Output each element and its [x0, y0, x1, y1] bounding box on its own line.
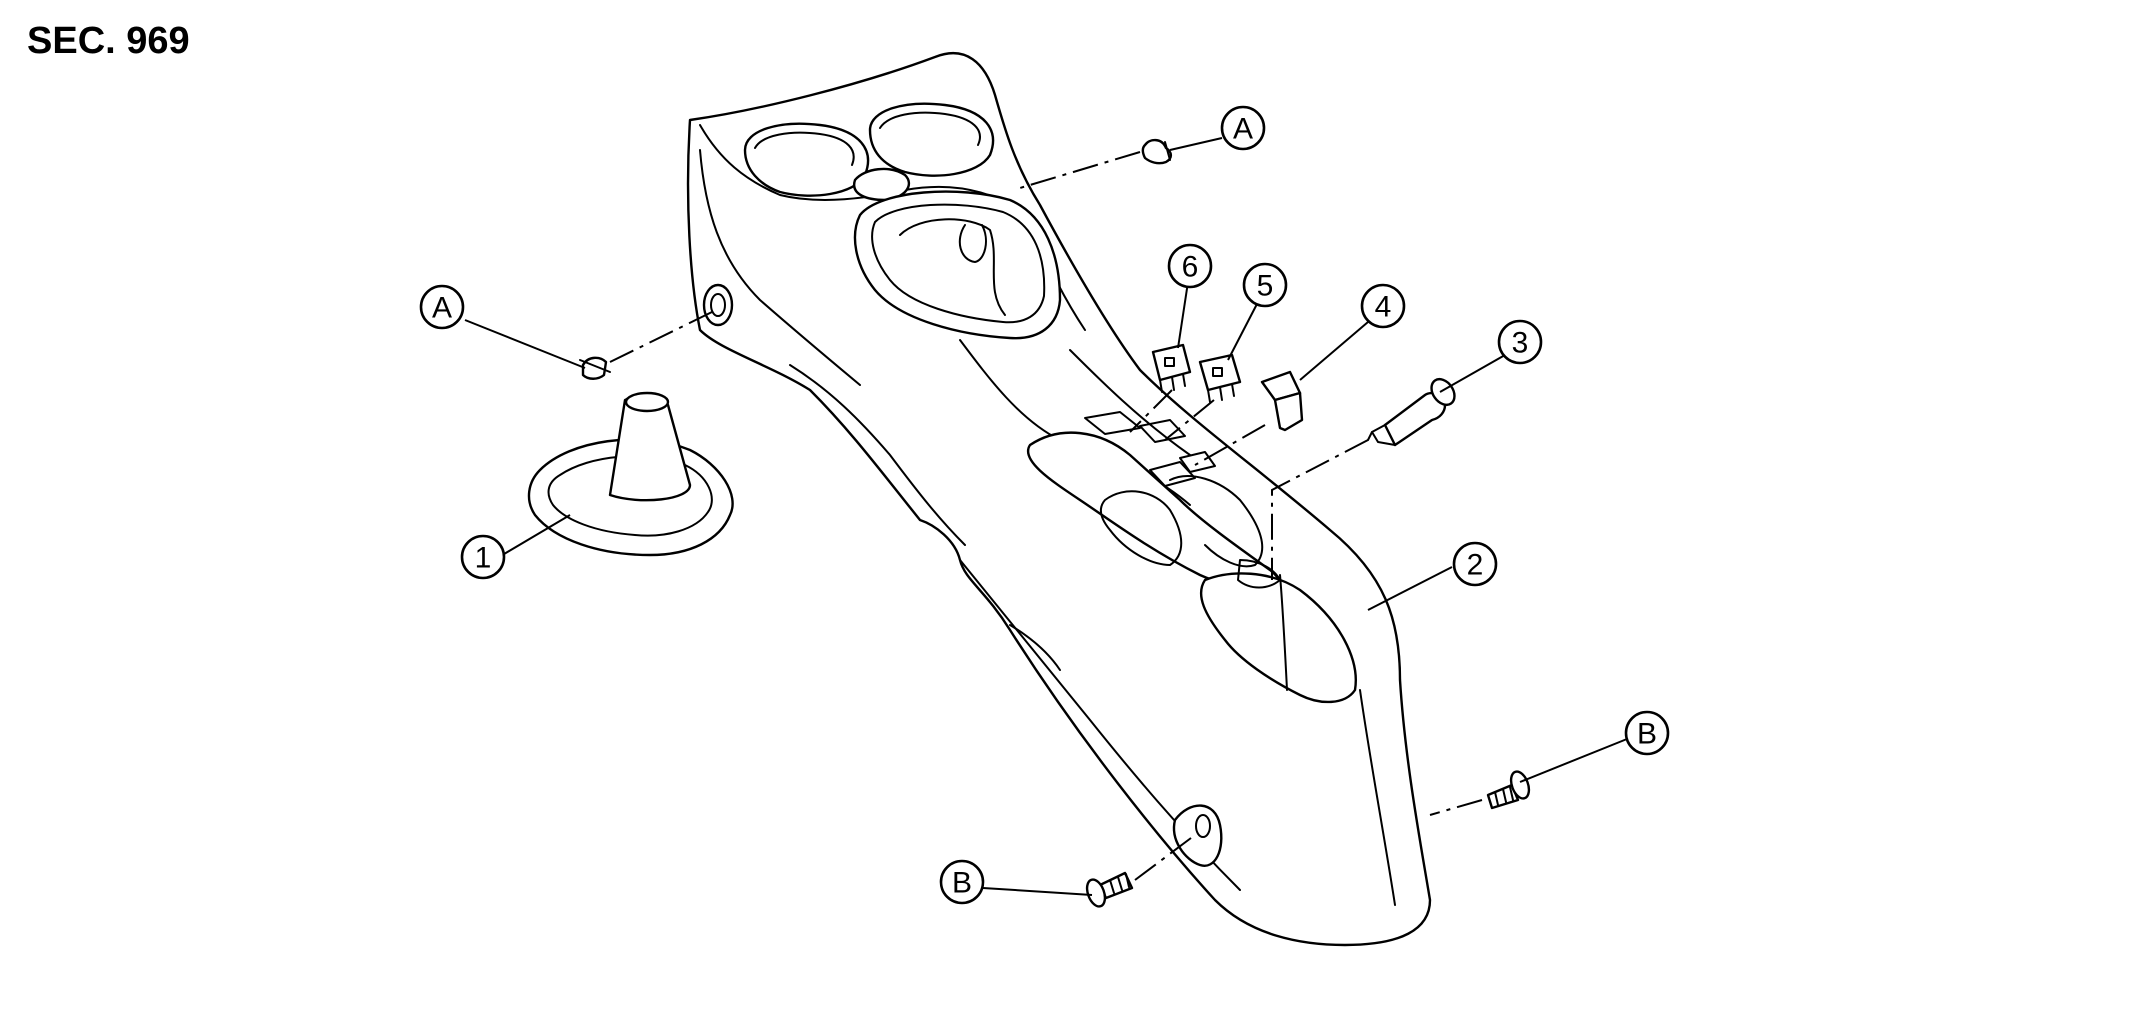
callout-5-label: 5 — [1257, 270, 1274, 303]
relay-5 — [1198, 353, 1242, 403]
screw-b-right — [1486, 770, 1531, 810]
callout-b-bottom-label: B — [952, 867, 972, 900]
section-label: SEC. 969 — [27, 20, 190, 62]
callout-1-label: 1 — [475, 542, 492, 575]
callout-1: 1 — [460, 534, 506, 580]
callout-6-label: 6 — [1182, 251, 1199, 284]
leader-lines — [464, 137, 1628, 896]
clip-a-top — [1141, 138, 1173, 165]
callout-a-top: A — [1220, 105, 1266, 151]
callout-b-right: B — [1624, 710, 1670, 756]
callout-2-label: 2 — [1467, 549, 1484, 582]
relay-6 — [1151, 343, 1192, 393]
callout-3: 3 — [1497, 319, 1543, 365]
callout-b-bottom: B — [939, 859, 985, 905]
callout-5: 5 — [1242, 262, 1288, 308]
callout-6: 6 — [1167, 243, 1213, 289]
shift-boot — [527, 391, 734, 557]
center-console-body — [686, 51, 1432, 947]
dash-dot-lines — [609, 151, 1483, 881]
callout-2: 2 — [1452, 541, 1498, 587]
callout-3-label: 3 — [1512, 327, 1529, 360]
callout-a-left-label: A — [432, 292, 452, 325]
callout-b-right-label: B — [1637, 718, 1657, 751]
callout-a-top-label: A — [1233, 113, 1253, 146]
switch-3 — [1367, 377, 1456, 447]
screw-b-bottom — [1085, 871, 1134, 908]
callout-4: 4 — [1360, 283, 1406, 329]
clip-a-left — [579, 356, 611, 380]
blank-cover-4 — [1260, 370, 1304, 432]
callout-a-left: A — [419, 284, 465, 330]
callout-4-label: 4 — [1375, 291, 1392, 324]
